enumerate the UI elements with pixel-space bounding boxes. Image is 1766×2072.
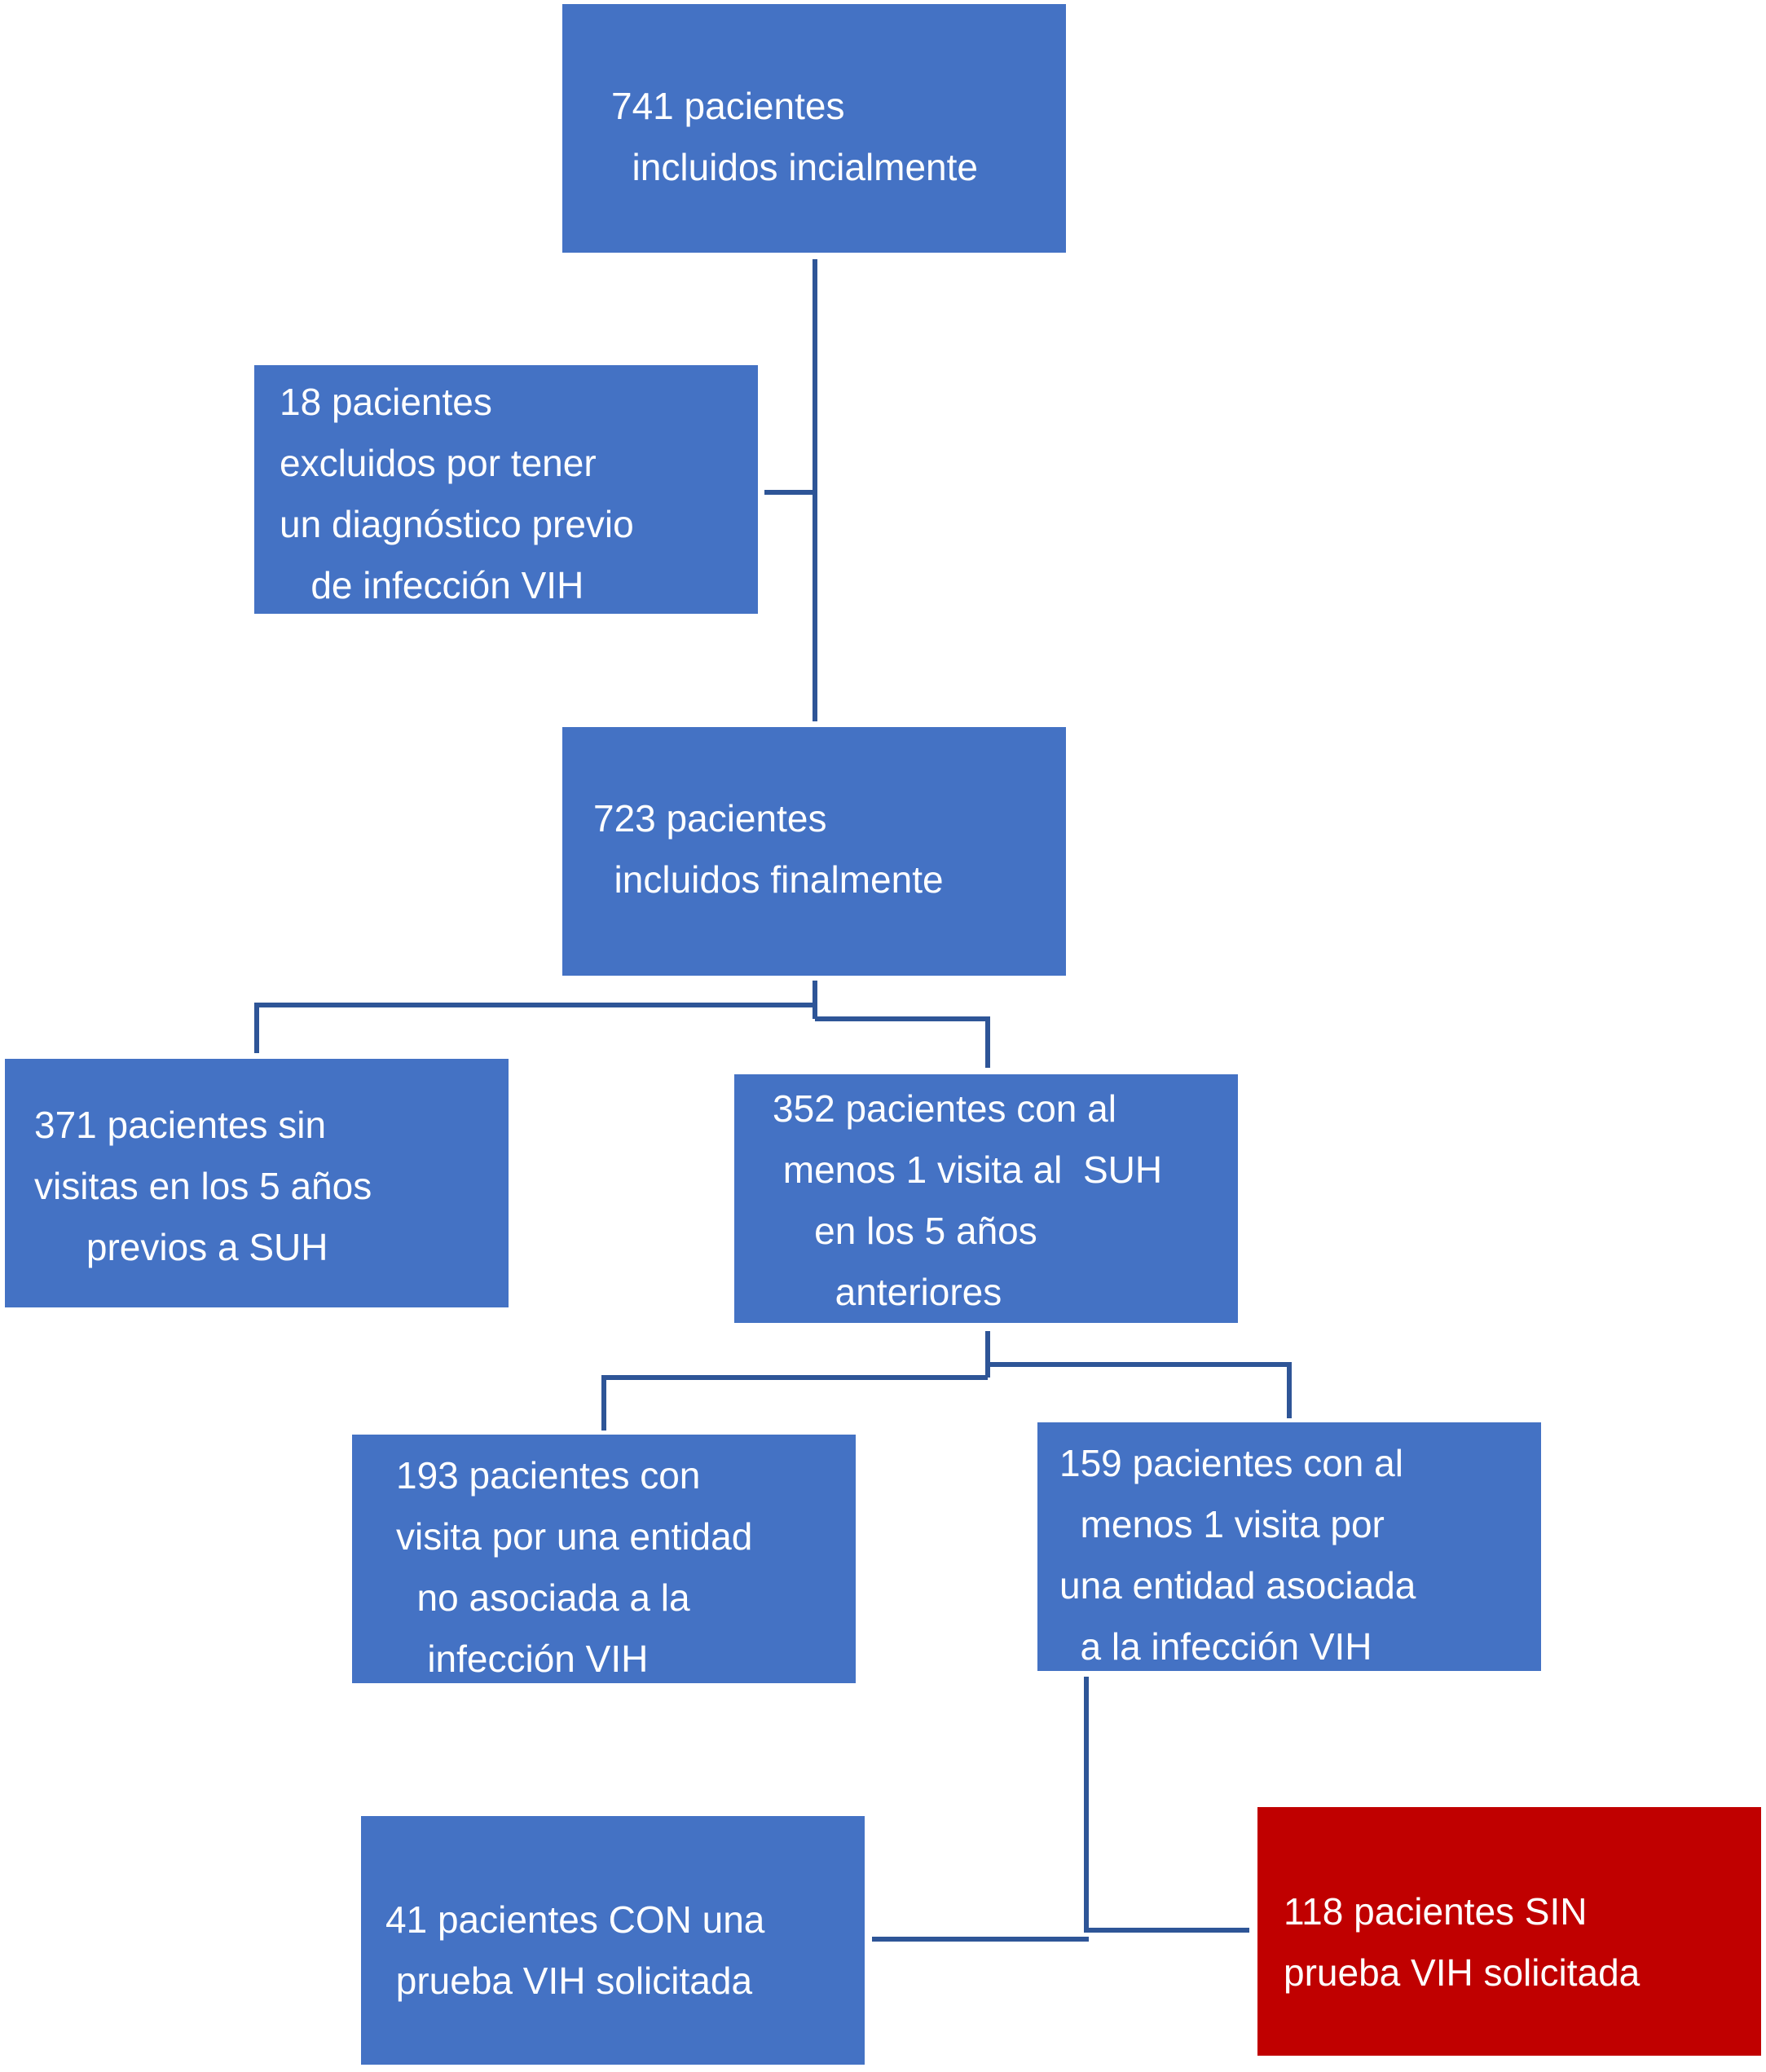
box-associated-visit-text: 159 pacientes con al menos 1 visita por … [1059,1442,1416,1668]
box-without-hiv-test: 118 pacientes SIN prueba VIH solicitada [1257,1807,1761,2056]
box-associated-visit: 159 pacientes con al menos 1 visita por … [1037,1422,1541,1671]
box-with-hiv-test: 41 pacientes CON una prueba VIH solicita… [361,1816,865,2065]
connector-final-to-no-visits [254,1003,815,1053]
box-final-patients-text: 723 pacientes incluidos finalmente [593,797,944,901]
connector-final-to-with-visits [815,1016,990,1068]
box-no-visits-text: 371 pacientes sin visitas en los 5 años … [34,1104,372,1268]
connector-with-visits-to-non-associated [601,1375,988,1431]
box-non-associated-visit: 193 pacientes con visita por una entidad… [352,1435,856,1683]
box-with-hiv-test-text: 41 pacientes CON una prueba VIH solicita… [385,1898,765,2002]
box-excluded-patients-text: 18 pacientes excluidos por tener un diag… [280,381,634,606]
box-with-visits-text: 352 pacientes con al menos 1 visita al S… [773,1087,1163,1313]
box-initial-patients: 741 pacientes incluidos incialmente [562,4,1066,253]
box-with-visits: 352 pacientes con al menos 1 visita al S… [734,1074,1238,1323]
connector-with-visits-to-associated [988,1362,1292,1418]
box-final-patients: 723 pacientes incluidos finalmente [562,727,1066,976]
box-non-associated-visit-text: 193 pacientes con visita por una entidad… [396,1454,753,1680]
box-without-hiv-test-text: 118 pacientes SIN prueba VIH solicitada [1284,1890,1640,1994]
box-initial-patients-text: 741 pacientes incluidos incialmente [611,85,979,188]
box-no-visits: 371 pacientes sin visitas en los 5 años … [5,1059,509,1307]
box-excluded-patients: 18 pacientes excluidos por tener un diag… [254,365,758,614]
connector-associated-to-tests [1084,1677,1249,1933]
